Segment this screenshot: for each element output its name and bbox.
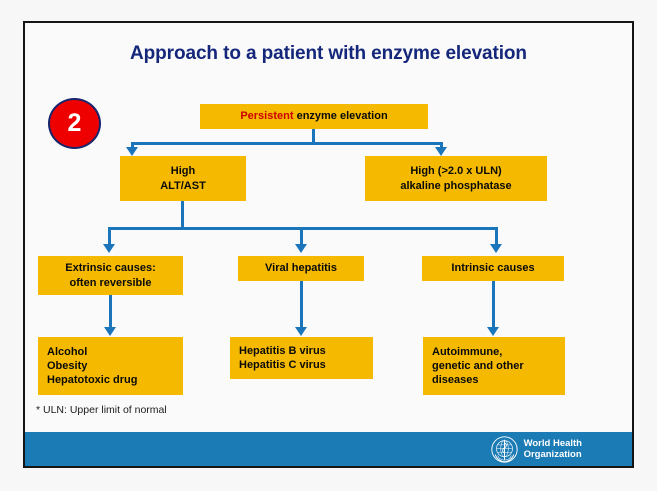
flow-box-line: diseases [432,374,479,387]
arrow-head-icon-to-high-alt [126,147,138,156]
flow-box-high-alkaline-phosphatase[interactable]: High (>2.0 x ULN) alkaline phosphatase [365,156,547,201]
connector-intrinsic-to-autoimmune [492,281,495,331]
step-number-badge: 2 [48,98,101,149]
arrow-head-icon-to-extrinsic [103,244,115,253]
connector-alt-drop-intrinsic [495,227,498,246]
who-org-name: World Health Organization [524,438,582,460]
flow-box-line: Obesity [47,359,88,372]
flow-box-hepatitis-b-c-virus[interactable]: Hepatitis B virus Hepatitis C virus [230,337,373,379]
flow-box-alcohol-obesity-hepatotoxic[interactable]: Alcohol Obesity Hepatotoxic drug [38,337,183,395]
flow-box-extrinsic-causes[interactable]: Extrinsic causes: often reversible [38,256,183,295]
arrow-head-icon-to-autoimmune [487,327,499,336]
flow-box-text-enzyme-elevation: enzyme elevation [293,110,388,123]
arrow-head-icon-to-viral [295,244,307,253]
connector-extrinsic-to-alcohol [109,295,112,331]
page-title: Approach to a patient with enzyme elevat… [130,43,527,64]
flow-box-line: Hepatitis C virus [239,359,326,371]
footnote-uln: * ULN: Upper limit of normal [36,404,167,416]
flow-box-line: Hepatitis B virus [239,344,326,357]
connector-alt-drop-viral [300,227,303,246]
connector-root-stem [312,129,315,144]
flow-box-line: High [170,165,196,178]
connector-alt-bar [108,227,498,230]
footer-band: World Health Organization [25,432,632,466]
flow-box-line: Intrinsic causes [451,262,535,275]
connector-root-right-drop [440,142,443,149]
connector-root-left-drop [131,142,134,149]
flow-box-line: Viral hepatitis [265,262,337,275]
flow-box-line: Autoimmune, [432,345,503,358]
arrow-head-icon-to-hepbc [295,327,307,336]
who-logo: World Health Organization [490,435,582,463]
arrow-head-icon-to-high-alp [435,147,447,156]
flow-box-viral-hepatitis[interactable]: Viral hepatitis [238,256,364,281]
arrow-head-icon-to-intrinsic [490,244,502,253]
flow-box-line: Extrinsic causes: [65,262,156,275]
connector-alt-drop-extrinsic [108,227,111,246]
who-emblem-icon [490,435,518,463]
accent-text-persistent: Persistent [240,110,294,123]
arrow-head-icon-to-alcohol [104,327,116,336]
flow-box-line: Persistent enzyme elevation [240,109,387,123]
flow-box-line: often reversible [69,276,152,289]
flow-box-line: Alcohol [47,345,88,358]
flow-box-line: Hepatotoxic drug [47,374,138,387]
flow-box-high-alt-ast[interactable]: High ALT/AST [120,156,246,201]
flow-box-line: genetic and other [432,359,524,372]
flow-box-line: alkaline phosphatase [400,179,512,192]
connector-alt-stem [181,201,184,229]
step-number-label: 2 [67,109,82,137]
who-org-line-1: World Health [523,437,582,449]
flow-box-autoimmune-genetic-diseases[interactable]: Autoimmune, genetic and other diseases [423,337,565,395]
flow-box-persistent-enzyme-elevation[interactable]: Persistent enzyme elevation [200,104,428,129]
who-org-line-2: Organization [523,449,582,460]
connector-root-bar [131,142,443,145]
flow-box-intrinsic-causes[interactable]: Intrinsic causes [422,256,564,281]
connector-viral-to-hepbc [300,281,303,331]
flow-box-line: ALT/AST [160,179,206,192]
flow-box-line: High (>2.0 x ULN) [410,165,502,178]
